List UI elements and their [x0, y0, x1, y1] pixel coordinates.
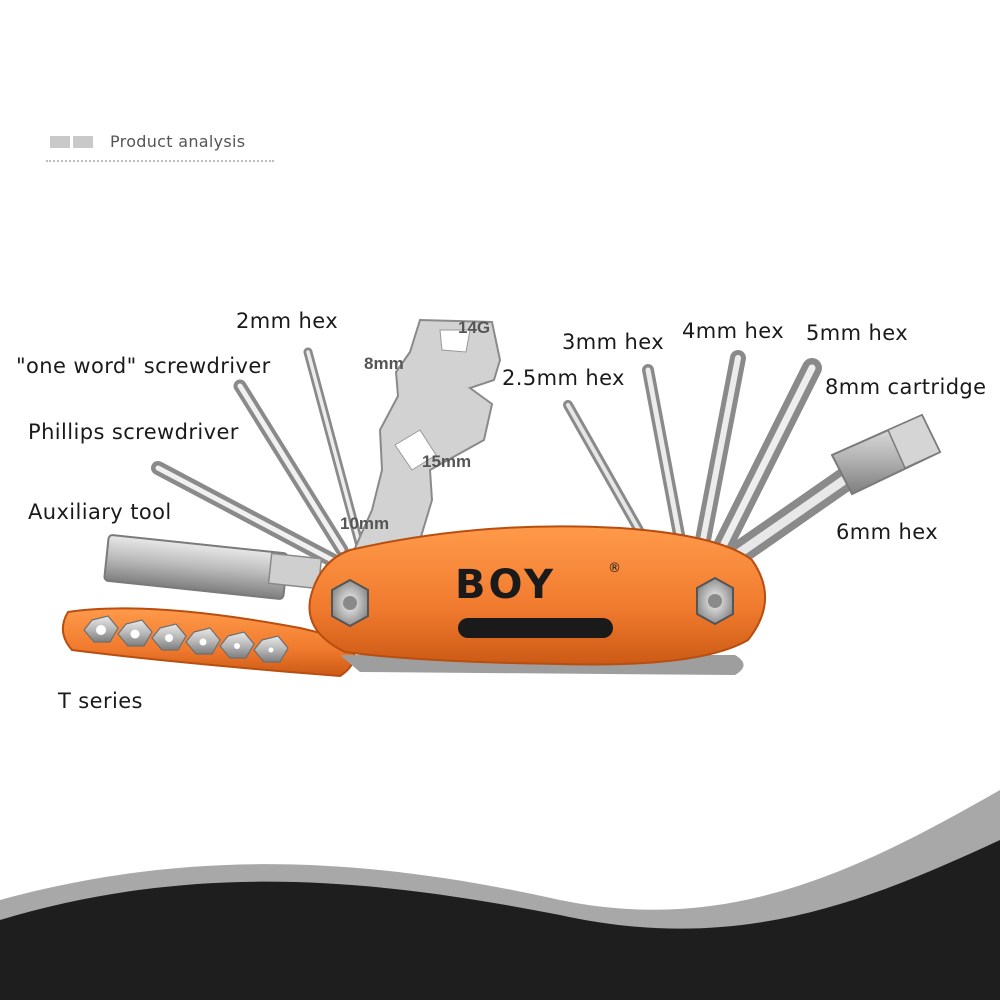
hex-key-4mm	[694, 350, 746, 553]
header-square-icon	[50, 136, 70, 148]
hex-key-2mm	[303, 347, 365, 551]
multitool-body	[308, 525, 766, 675]
label-one-word-screwdriver: "one word" screwdriver	[16, 354, 271, 378]
label-3mm-hex: 3mm hex	[562, 330, 665, 354]
header-square-icon	[73, 136, 93, 148]
pivot-bolt-left	[331, 578, 369, 628]
hex-key-5mm	[712, 358, 822, 558]
label-4mm-hex: 4mm hex	[682, 319, 785, 343]
cartridge-8mm	[830, 413, 942, 496]
label-2-5mm-hex: 2.5mm hex	[502, 366, 625, 390]
background-wave-dark	[0, 840, 1000, 1000]
mark-10mm: 10mm	[340, 514, 390, 533]
phillips-screwdriver	[151, 461, 339, 567]
section-title: Product analysis	[110, 132, 246, 151]
brand-logo: BOY	[455, 562, 556, 608]
hex-key-6mm	[723, 464, 862, 568]
label-t-series: T series	[58, 689, 143, 713]
label-8mm-cartridge: 8mm cartridge	[825, 375, 987, 399]
label-auxiliary-tool: Auxiliary tool	[28, 500, 172, 524]
auxiliary-tool-socket	[103, 534, 323, 600]
label-phillips-screwdriver: Phillips screwdriver	[28, 420, 239, 444]
mark-8mm: 8mm	[364, 354, 404, 373]
hex-key-2-5mm	[563, 400, 645, 537]
mark-14g: 14G	[458, 318, 491, 337]
label-2mm-hex: 2mm hex	[236, 309, 339, 333]
label-5mm-hex: 5mm hex	[806, 321, 909, 345]
header-divider	[46, 160, 274, 162]
registered-mark: ®	[608, 561, 621, 576]
hex-key-3mm	[642, 364, 686, 546]
pivot-bolt-right	[696, 576, 734, 626]
section-header: Product analysis	[46, 128, 276, 168]
flat-screwdriver	[233, 379, 349, 557]
t-series-bit-holder	[61, 607, 356, 678]
label-6mm-hex: 6mm hex	[836, 520, 939, 544]
mark-15mm: 15mm	[422, 452, 472, 471]
